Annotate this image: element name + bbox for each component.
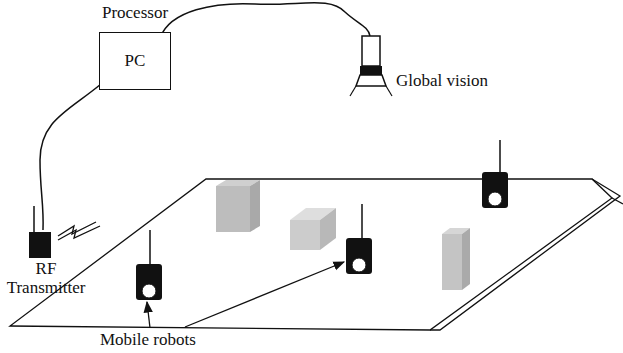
obstacle-block [442,228,470,290]
node-heading: Processor [93,2,177,32]
box-outline: PC [99,32,171,90]
work-table [10,179,623,330]
figure-label: RF Transmitter [0,260,92,297]
rf-transmitter-symbol [29,206,100,258]
leader-arrow [185,262,344,327]
mobile-robot [482,140,508,208]
mobile-robot [346,204,372,274]
leader-arrow [147,302,150,328]
obstacle-block [216,180,260,232]
figure-label: Global vision [396,72,526,91]
node-text: PC [125,51,146,71]
processor-box: ProcessorPC [99,2,171,90]
camera-symbol [350,36,392,96]
obstacle-block [290,208,336,250]
figure-label: Mobile robots [100,331,240,350]
mobile-robot [136,230,162,300]
transmitter-cable [40,84,101,230]
camera-cable [160,3,370,38]
